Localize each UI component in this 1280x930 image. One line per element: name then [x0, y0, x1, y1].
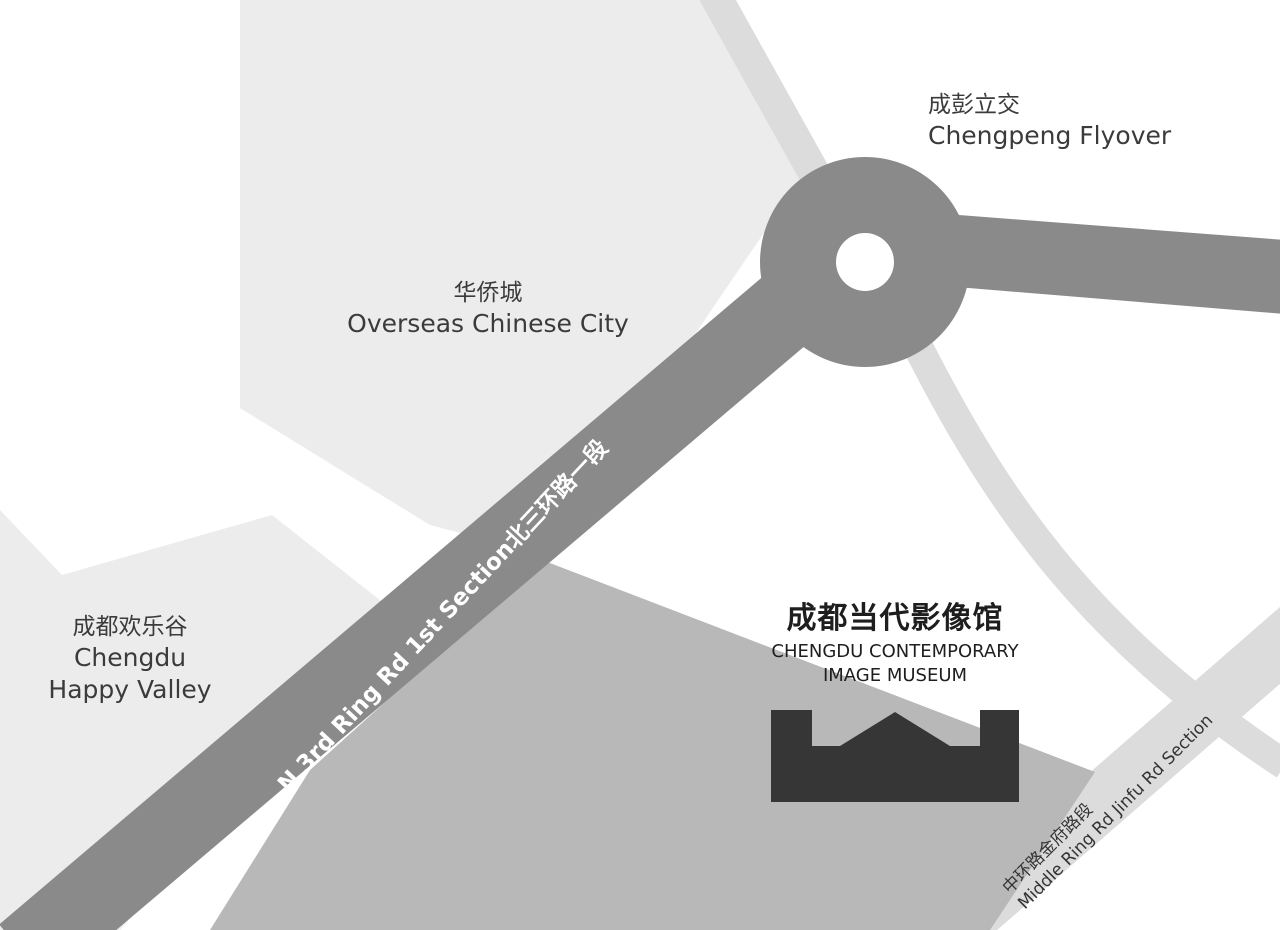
museum-area: [210, 560, 1095, 930]
label-happy-valley[interactable]: 成都欢乐谷 Chengdu Happy Valley: [30, 612, 230, 706]
flyover-center: [836, 233, 894, 291]
label-museum[interactable]: 成都当代影像馆 CHENGDU CONTEMPORARY IMAGE MUSEU…: [730, 598, 1060, 688]
happy-label-en-1: Chengdu: [73, 643, 187, 672]
museum-title-en-1: CHENGDU CONTEMPORARY: [771, 641, 1019, 662]
ocity-label-zh: 华侨城: [453, 280, 523, 306]
museum-building-icon[interactable]: [771, 710, 1019, 802]
n3-ring-road: [0, 214, 888, 930]
museum-title-en-2: IMAGE MUSEUM: [822, 665, 968, 686]
happy-label-en-2: Happy Valley: [48, 675, 212, 704]
east-road: [920, 212, 1280, 314]
happy-label-zh: 成都欢乐谷: [72, 614, 188, 640]
minor-road-north: [699, 0, 832, 188]
label-overseas-chinese-city[interactable]: 华侨城 Overseas Chinese City: [338, 278, 638, 340]
overseas-chinese-city-area: [240, 0, 810, 555]
flyover-label-en: Chengpeng Flyover: [928, 121, 1172, 150]
flyover-label-zh: 成彭立交: [928, 92, 1020, 118]
happy-valley-area: [0, 510, 395, 930]
label-chengpeng-flyover[interactable]: 成彭立交 Chengpeng Flyover: [928, 90, 1171, 152]
ocity-label-en: Overseas Chinese City: [347, 309, 629, 338]
museum-title-zh: 成都当代影像馆: [786, 601, 1004, 636]
